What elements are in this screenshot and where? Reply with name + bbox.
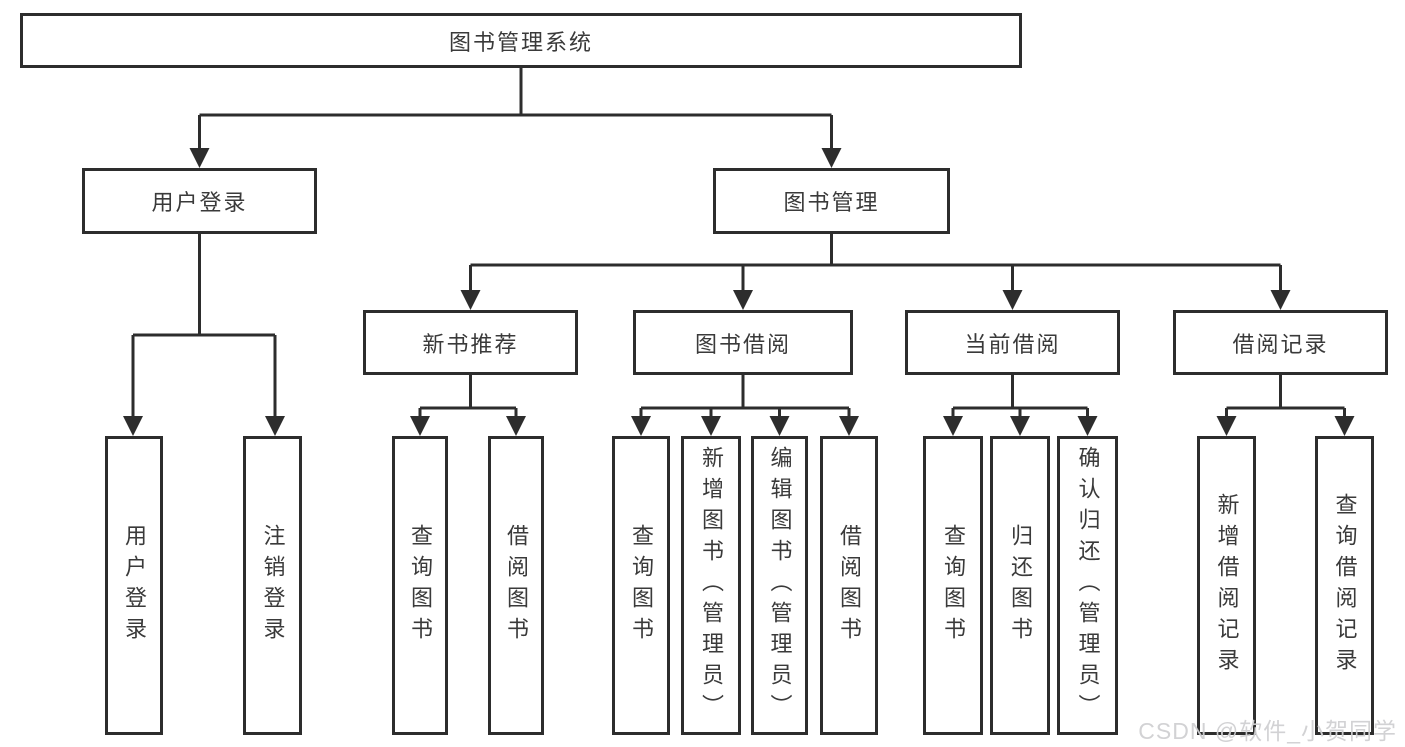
leaf-user-login: 用户登录 [105, 436, 163, 735]
leaf-logout: 注销登录 [243, 436, 302, 735]
leaf-br-query-record-label: 查询借阅记录 [1332, 492, 1358, 679]
leaf-br-add-record: 新增借阅记录 [1197, 436, 1256, 735]
leaf-nbr-borrow-books: 借阅图书 [488, 436, 544, 735]
leaf-bb-borrow-books: 借阅图书 [820, 436, 878, 735]
leaf-bb-borrow-books-label: 借阅图书 [837, 523, 862, 648]
leaf-cb-query-books: 查询图书 [923, 436, 983, 735]
leaf-bb-edit-books-admin: 编辑图书（管理员） [751, 436, 808, 735]
node-user-login: 用户登录 [82, 168, 317, 234]
leaf-nbr-borrow-books-label: 借阅图书 [504, 523, 529, 648]
node-borrowing-records-label: 借阅记录 [1232, 331, 1329, 357]
leaf-bb-query-books: 查询图书 [612, 436, 670, 735]
leaf-br-add-record-label: 新增借阅记录 [1214, 492, 1240, 679]
leaf-cb-confirm-return-admin-label: 确认归还（管理员） [1075, 446, 1101, 725]
leaf-bb-add-books-admin-label: 新增图书（管理员） [699, 446, 724, 725]
node-user-login-label: 用户登录 [151, 190, 248, 215]
node-book-management: 图书管理 [713, 168, 950, 234]
node-current-borrowing-label: 当前借阅 [964, 331, 1061, 357]
node-book-borrowing-label: 图书借阅 [694, 331, 791, 357]
leaf-cb-confirm-return-admin: 确认归还（管理员） [1057, 436, 1118, 735]
leaf-bb-query-books-label: 查询图书 [629, 523, 654, 648]
node-new-book-recommend: 新书推荐 [363, 310, 578, 375]
leaf-bb-add-books-admin: 新增图书（管理员） [681, 436, 741, 735]
leaf-nbr-query-books-label: 查询图书 [408, 523, 433, 648]
leaf-bb-edit-books-admin-label: 编辑图书（管理员） [767, 446, 793, 725]
leaf-cb-return-books-label: 归还图书 [1008, 523, 1033, 648]
leaf-nbr-query-books: 查询图书 [392, 436, 448, 735]
node-book-management-label: 图书管理 [783, 190, 880, 215]
watermark: CSDN @软件_小贺同学 [1138, 718, 1397, 744]
leaf-cb-return-books: 归还图书 [990, 436, 1050, 735]
node-library-management-system: 图书管理系统 [20, 13, 1022, 68]
leaf-user-login-label: 用户登录 [122, 523, 147, 648]
leaf-logout-label: 注销登录 [260, 523, 286, 648]
node-borrowing-records: 借阅记录 [1173, 310, 1388, 375]
node-current-borrowing: 当前借阅 [905, 310, 1120, 375]
node-library-management-system-label: 图书管理系统 [448, 29, 593, 55]
leaf-cb-query-books-label: 查询图书 [941, 523, 966, 648]
leaf-br-query-record: 查询借阅记录 [1315, 436, 1374, 735]
node-book-borrowing: 图书借阅 [633, 310, 853, 375]
node-new-book-recommend-label: 新书推荐 [422, 331, 519, 357]
